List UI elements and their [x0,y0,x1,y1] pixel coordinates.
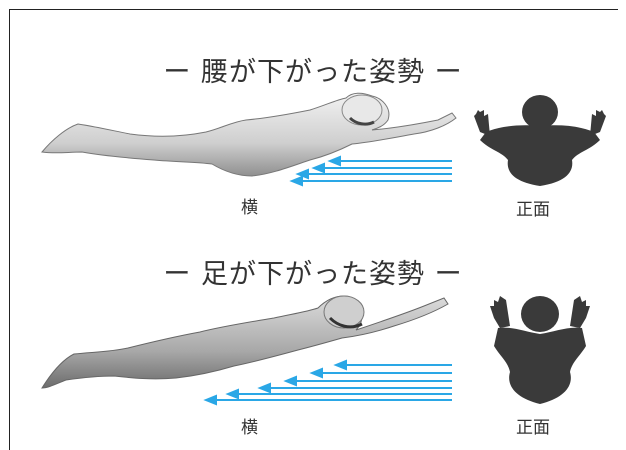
diagram-frame [9,9,618,450]
swimmer-hips-dropped-side [41,92,457,177]
swimmer-front-silhouette-1 [474,95,606,186]
section-1-front-label: 正面 [516,200,550,220]
section-1-title: ー 腰が下がった姿勢 ー [163,57,463,88]
water-flow-arrows-1 [289,155,452,187]
section-2-front-label: 正面 [516,418,550,438]
section-1-side-label: 横 [241,198,258,218]
swimmer-legs-dropped-side [41,295,449,389]
water-flow-arrows-2 [203,359,452,406]
swimmer-front-silhouette-2 [490,296,590,404]
section-2-side-label: 横 [241,418,258,438]
section-2-title: ー 足が下がった姿勢 ー [163,259,463,290]
